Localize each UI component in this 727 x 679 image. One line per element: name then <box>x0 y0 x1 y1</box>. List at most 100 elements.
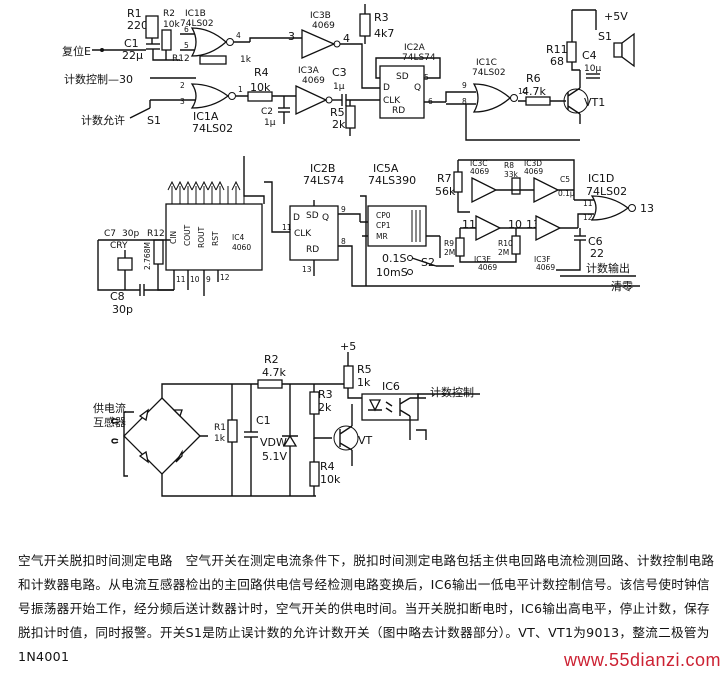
ic2a-flipflop <box>379 65 425 119</box>
ic2a-rd: RD <box>392 106 405 116</box>
ic4-pin-cin: CIN <box>169 231 178 244</box>
ic1b-name: IC1B <box>185 9 206 19</box>
ic1a-name: IC1A <box>193 110 219 123</box>
speaker-icon <box>613 42 623 58</box>
ic1c-name: IC1C <box>476 58 497 68</box>
r13-value: 1k <box>240 55 252 65</box>
ic4-pin-cout: COUT <box>183 224 192 246</box>
ic5a-pin-cp1: CP1 <box>376 221 391 230</box>
ic1a-nor-gate <box>190 83 230 109</box>
ic2b-flipflop <box>289 205 339 261</box>
ic3c-name: IC3C <box>470 159 487 168</box>
crystal <box>117 257 133 271</box>
ic4-pin-rst: RST <box>211 231 220 246</box>
r3-name: R3 <box>374 11 389 24</box>
s2-label: S2 <box>421 256 435 269</box>
r1-value: 220 <box>127 19 148 32</box>
r2b-value: 4.7k <box>262 366 286 379</box>
r10-value: 2M <box>498 248 509 257</box>
svg-text:6: 6 <box>184 25 189 34</box>
r4-value: 10k <box>250 81 271 94</box>
r1b-name: R1 <box>214 423 226 433</box>
ic2b-q: Q <box>322 213 329 223</box>
ic3b-name: IC3B <box>310 11 331 21</box>
svg-text:9: 9 <box>206 275 211 284</box>
r11-name: R11 <box>546 43 568 56</box>
ic2b-name: IC2B <box>310 162 335 175</box>
r11-value: 68 <box>550 55 564 68</box>
svg-text:12: 12 <box>583 213 593 222</box>
ic2a-sd: SD <box>396 72 409 82</box>
r3b-resistor <box>309 391 320 415</box>
r8-name: R8 <box>504 161 514 170</box>
r7-name: R7 <box>437 172 452 185</box>
svg-text:12: 12 <box>220 273 230 282</box>
bridge-rectifier <box>123 397 201 475</box>
ic2a-name: IC2A <box>404 43 426 53</box>
svg-text:4: 4 <box>236 31 241 40</box>
r4-name: R4 <box>254 66 269 79</box>
ct-label-1: 供电流 <box>93 401 126 415</box>
count-ctrl-in: 计数控制—30 <box>64 72 133 86</box>
c3-name: C3 <box>332 66 347 79</box>
r2-name: R2 <box>163 9 175 19</box>
ic2a-q: Q <box>414 83 421 93</box>
ic1c-type: 74LS02 <box>472 68 506 78</box>
ic3c-inverter <box>471 176 498 204</box>
vt-transistor <box>333 425 359 451</box>
reset-label: 复位E <box>62 44 91 58</box>
ic3f-inverter <box>535 214 562 242</box>
r11-resistor <box>566 41 577 63</box>
svg-text:1: 1 <box>238 85 243 94</box>
ic3b-inverter <box>301 29 336 59</box>
ic1d-name: IC1D <box>588 172 614 185</box>
count-out-label: 计数输出 <box>586 261 630 275</box>
svg-text:10: 10 <box>190 275 200 284</box>
ic4-name: IC4 <box>232 233 244 242</box>
ic2b-d: D <box>293 213 300 223</box>
ic5a-type: 74LS390 <box>368 174 416 187</box>
vt1-transistor <box>563 88 589 114</box>
r6-value: 4.7k <box>522 85 546 98</box>
ic2a-clk: CLK <box>383 96 401 106</box>
ic1d-nor-gate <box>590 195 630 221</box>
svg-text:4: 4 <box>343 32 350 45</box>
r4b-resistor <box>309 461 320 487</box>
r5b-resistor <box>343 365 354 389</box>
svg-text:2: 2 <box>180 81 185 90</box>
r5-resistor <box>345 105 356 129</box>
c8-name: C8 <box>110 290 125 303</box>
r2b-name: R2 <box>264 353 279 366</box>
r5b-value: 1k <box>357 376 371 389</box>
r12-name: R12 <box>172 54 190 64</box>
ic3d-name: IC3D <box>524 159 542 168</box>
r4-resistor <box>247 91 273 102</box>
svg-text:13: 13 <box>302 265 312 274</box>
c5-value: 0.1μ <box>558 189 575 198</box>
r12-top-name: R12 <box>147 229 165 239</box>
c4-name: C4 <box>582 49 597 62</box>
c3-value: 1μ <box>333 82 345 92</box>
ic4-counter <box>165 203 263 271</box>
r8-value: 33k <box>504 170 519 179</box>
ic3a-name: IC3A <box>298 66 320 76</box>
s1-switch-label: S1 <box>147 114 161 127</box>
c7-name: C7 <box>104 229 116 239</box>
ic6-label: IC6 <box>382 380 400 393</box>
r4b-value: 10k <box>320 473 341 486</box>
r3b-value: 2k <box>318 401 332 414</box>
zener-name: VDW <box>260 436 287 449</box>
ic1a-type: 74LS02 <box>192 122 233 135</box>
crystal-name: CRY <box>110 241 128 251</box>
c2-name: C2 <box>261 107 273 117</box>
svg-text:10: 10 <box>518 87 528 96</box>
r3-resistor <box>359 13 371 37</box>
ic1b-nor-gate <box>190 27 227 57</box>
r5-value: 2k <box>332 118 346 131</box>
site-watermark: www.55dianzi.com <box>563 650 721 670</box>
r6-resistor <box>525 96 551 106</box>
figure-caption: 空气开关脱扣时间测定电路 空气开关在测定电流条件下，脱扣时间测定电路包括主供电回… <box>18 549 718 669</box>
ct-label-2: 互感器 <box>93 416 126 429</box>
ic5a-name: IC5A <box>373 162 399 175</box>
